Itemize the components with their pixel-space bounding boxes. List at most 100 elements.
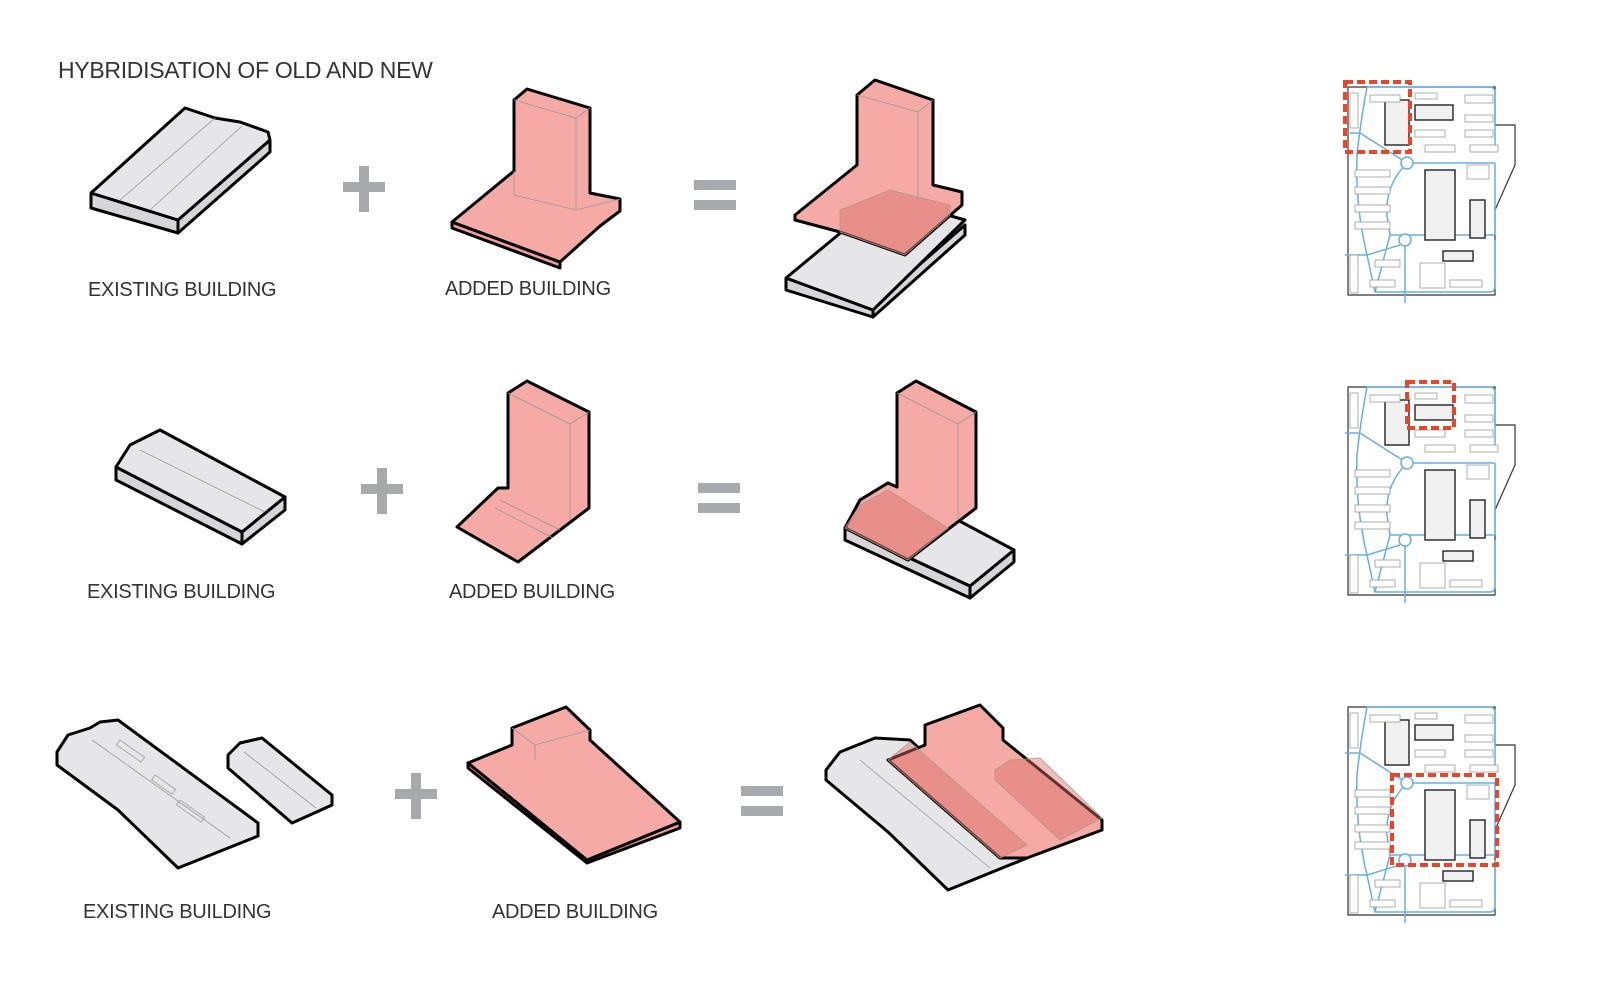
site-building (1442, 250, 1474, 262)
site-building (1424, 469, 1456, 541)
existing-building-1 (89, 106, 272, 235)
site-building (1369, 94, 1401, 103)
site-building (1464, 414, 1494, 423)
existing-building-3 (55, 718, 334, 870)
site-building (1466, 164, 1490, 180)
site-building (1349, 392, 1359, 429)
site-building (1419, 262, 1446, 289)
existing-building-2 (114, 428, 287, 546)
site-building (1469, 764, 1499, 773)
site-building (1464, 714, 1494, 724)
existing-building-label-3: EXISTING BUILDING (83, 901, 271, 923)
site-building (1419, 562, 1446, 589)
site-building (1354, 469, 1391, 478)
site-building (1424, 764, 1456, 773)
site-building (1464, 94, 1494, 104)
site-building (1449, 579, 1483, 588)
site-building (1469, 499, 1486, 539)
site-building (1374, 879, 1401, 888)
site-building (1442, 870, 1474, 882)
site-building (1349, 712, 1359, 749)
row-3: EXISTING BUILDING ADDED BUILDING (55, 703, 1104, 923)
site-building (1414, 392, 1438, 400)
site-building (1374, 559, 1401, 568)
site-building (1414, 104, 1454, 121)
site-building (1354, 486, 1391, 495)
site-plan-1 (1343, 80, 1516, 303)
site-building (1424, 169, 1456, 241)
highlight-marker (1390, 773, 1499, 867)
site-building (1442, 550, 1474, 562)
site-building (1414, 129, 1446, 138)
site-building (1354, 789, 1391, 798)
site-building (1469, 199, 1486, 239)
site-building (1354, 204, 1391, 213)
site-building (1354, 169, 1391, 178)
site-building (1369, 899, 1396, 908)
site-building (1354, 806, 1391, 815)
added-building-2 (455, 379, 591, 564)
plus-symbol-3 (395, 773, 437, 819)
site-building (1414, 724, 1454, 741)
existing-building-label-1: EXISTING BUILDING (88, 279, 276, 301)
equals-symbol-3 (741, 786, 783, 816)
existing-building-label-2: EXISTING BUILDING (87, 581, 275, 603)
site-building (1349, 92, 1359, 129)
site-building (1349, 874, 1359, 914)
site-building (1414, 712, 1438, 720)
site-plan-3 (1345, 706, 1516, 923)
site-building (1469, 819, 1486, 859)
highlight-marker (1343, 80, 1412, 154)
site-building (1464, 749, 1494, 758)
added-building-label-2: ADDED BUILDING (449, 581, 615, 603)
site-building (1469, 444, 1499, 453)
site-building (1464, 394, 1494, 404)
highlight-marker (1405, 380, 1456, 430)
site-building (1349, 254, 1359, 294)
site-building (1369, 579, 1396, 588)
site-building (1424, 444, 1456, 453)
site-building (1466, 784, 1490, 800)
site-building (1354, 186, 1391, 195)
site-building (1464, 734, 1494, 743)
site-building (1354, 504, 1391, 513)
site-building (1464, 114, 1494, 123)
combined-building-3 (824, 703, 1104, 892)
row-1: EXISTING BUILDING ADDED BUILDING (88, 78, 967, 319)
site-building (1464, 129, 1494, 138)
plus-symbol-1 (343, 166, 385, 212)
site-building (1419, 882, 1446, 909)
site-building (1384, 719, 1410, 766)
site-building (1449, 279, 1483, 288)
site-building (1354, 841, 1391, 850)
site-building (1414, 749, 1446, 758)
site-building (1414, 92, 1438, 100)
site-building (1384, 99, 1410, 146)
site-building (1354, 221, 1391, 230)
combined-building-2 (843, 379, 1016, 600)
site-building (1369, 394, 1401, 403)
added-building-label-1: ADDED BUILDING (445, 278, 611, 300)
site-building (1469, 144, 1499, 153)
site-building (1466, 464, 1490, 480)
site-building (1374, 259, 1401, 268)
added-building-label-3: ADDED BUILDING (492, 901, 658, 923)
site-building (1449, 899, 1483, 908)
site-plan-2 (1345, 380, 1516, 603)
added-building-3 (466, 705, 682, 865)
site-building (1464, 429, 1494, 438)
site-building (1424, 144, 1456, 153)
plus-symbol-2 (361, 468, 403, 514)
row-2: EXISTING BUILDING ADDED BUILDING (87, 379, 1016, 603)
added-building-1 (450, 87, 622, 270)
diagram-title: HYBRIDISATION OF OLD AND NEW (58, 57, 433, 83)
site-building (1349, 554, 1359, 594)
site-building (1354, 824, 1391, 833)
combined-building-1 (784, 78, 967, 319)
site-building (1354, 521, 1391, 530)
site-building (1424, 789, 1456, 861)
site-building (1414, 429, 1446, 438)
site-building (1414, 404, 1454, 421)
site-building (1369, 279, 1396, 288)
